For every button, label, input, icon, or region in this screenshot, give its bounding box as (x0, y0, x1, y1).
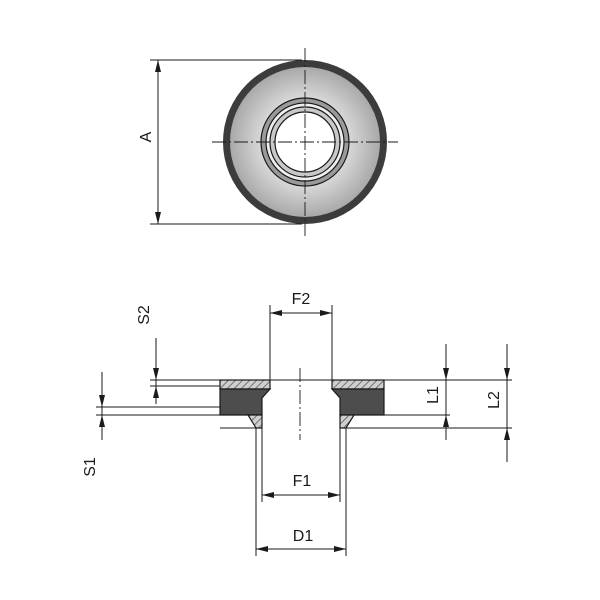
arrow-l2-bottom (504, 428, 510, 440)
label-s2: S2 (136, 305, 153, 325)
arrow-l1-bottom (443, 415, 449, 427)
seal-lip-right (339, 414, 356, 429)
seal-hatch-top-left (219, 379, 271, 390)
label-f2: F2 (292, 291, 311, 308)
arrow-d1-right (334, 546, 346, 552)
label-l2: L2 (486, 391, 503, 409)
seal-body-right (330, 388, 385, 416)
arrow-s1-bottom (99, 415, 105, 427)
arrow-s2-bottom (153, 386, 159, 398)
seal-lip-left (246, 414, 263, 429)
label-f1: F1 (293, 473, 312, 490)
label-a: A (138, 131, 155, 142)
arrow-s2-top (153, 368, 159, 380)
label-d1: D1 (293, 528, 314, 545)
label-s1: S1 (82, 457, 99, 477)
arrow-f1-right (328, 492, 340, 498)
seal-body-left (219, 388, 272, 416)
arrow-l1-top (443, 368, 449, 380)
top-view: A (138, 48, 398, 236)
arrow-d1-left (256, 546, 268, 552)
section-view: F2 S2 S1 L1 L2 F1 D1 (82, 291, 512, 556)
arrow-f2-right (320, 310, 332, 316)
arrow-f1-left (262, 492, 274, 498)
arrow-s1-top (99, 395, 105, 407)
arrow-a-bottom (155, 212, 161, 224)
seal-hatch-top-right (331, 379, 385, 390)
arrow-f2-left (270, 310, 282, 316)
arrow-a-top (155, 60, 161, 72)
label-l1: L1 (425, 386, 442, 404)
arrow-l2-top (504, 368, 510, 380)
